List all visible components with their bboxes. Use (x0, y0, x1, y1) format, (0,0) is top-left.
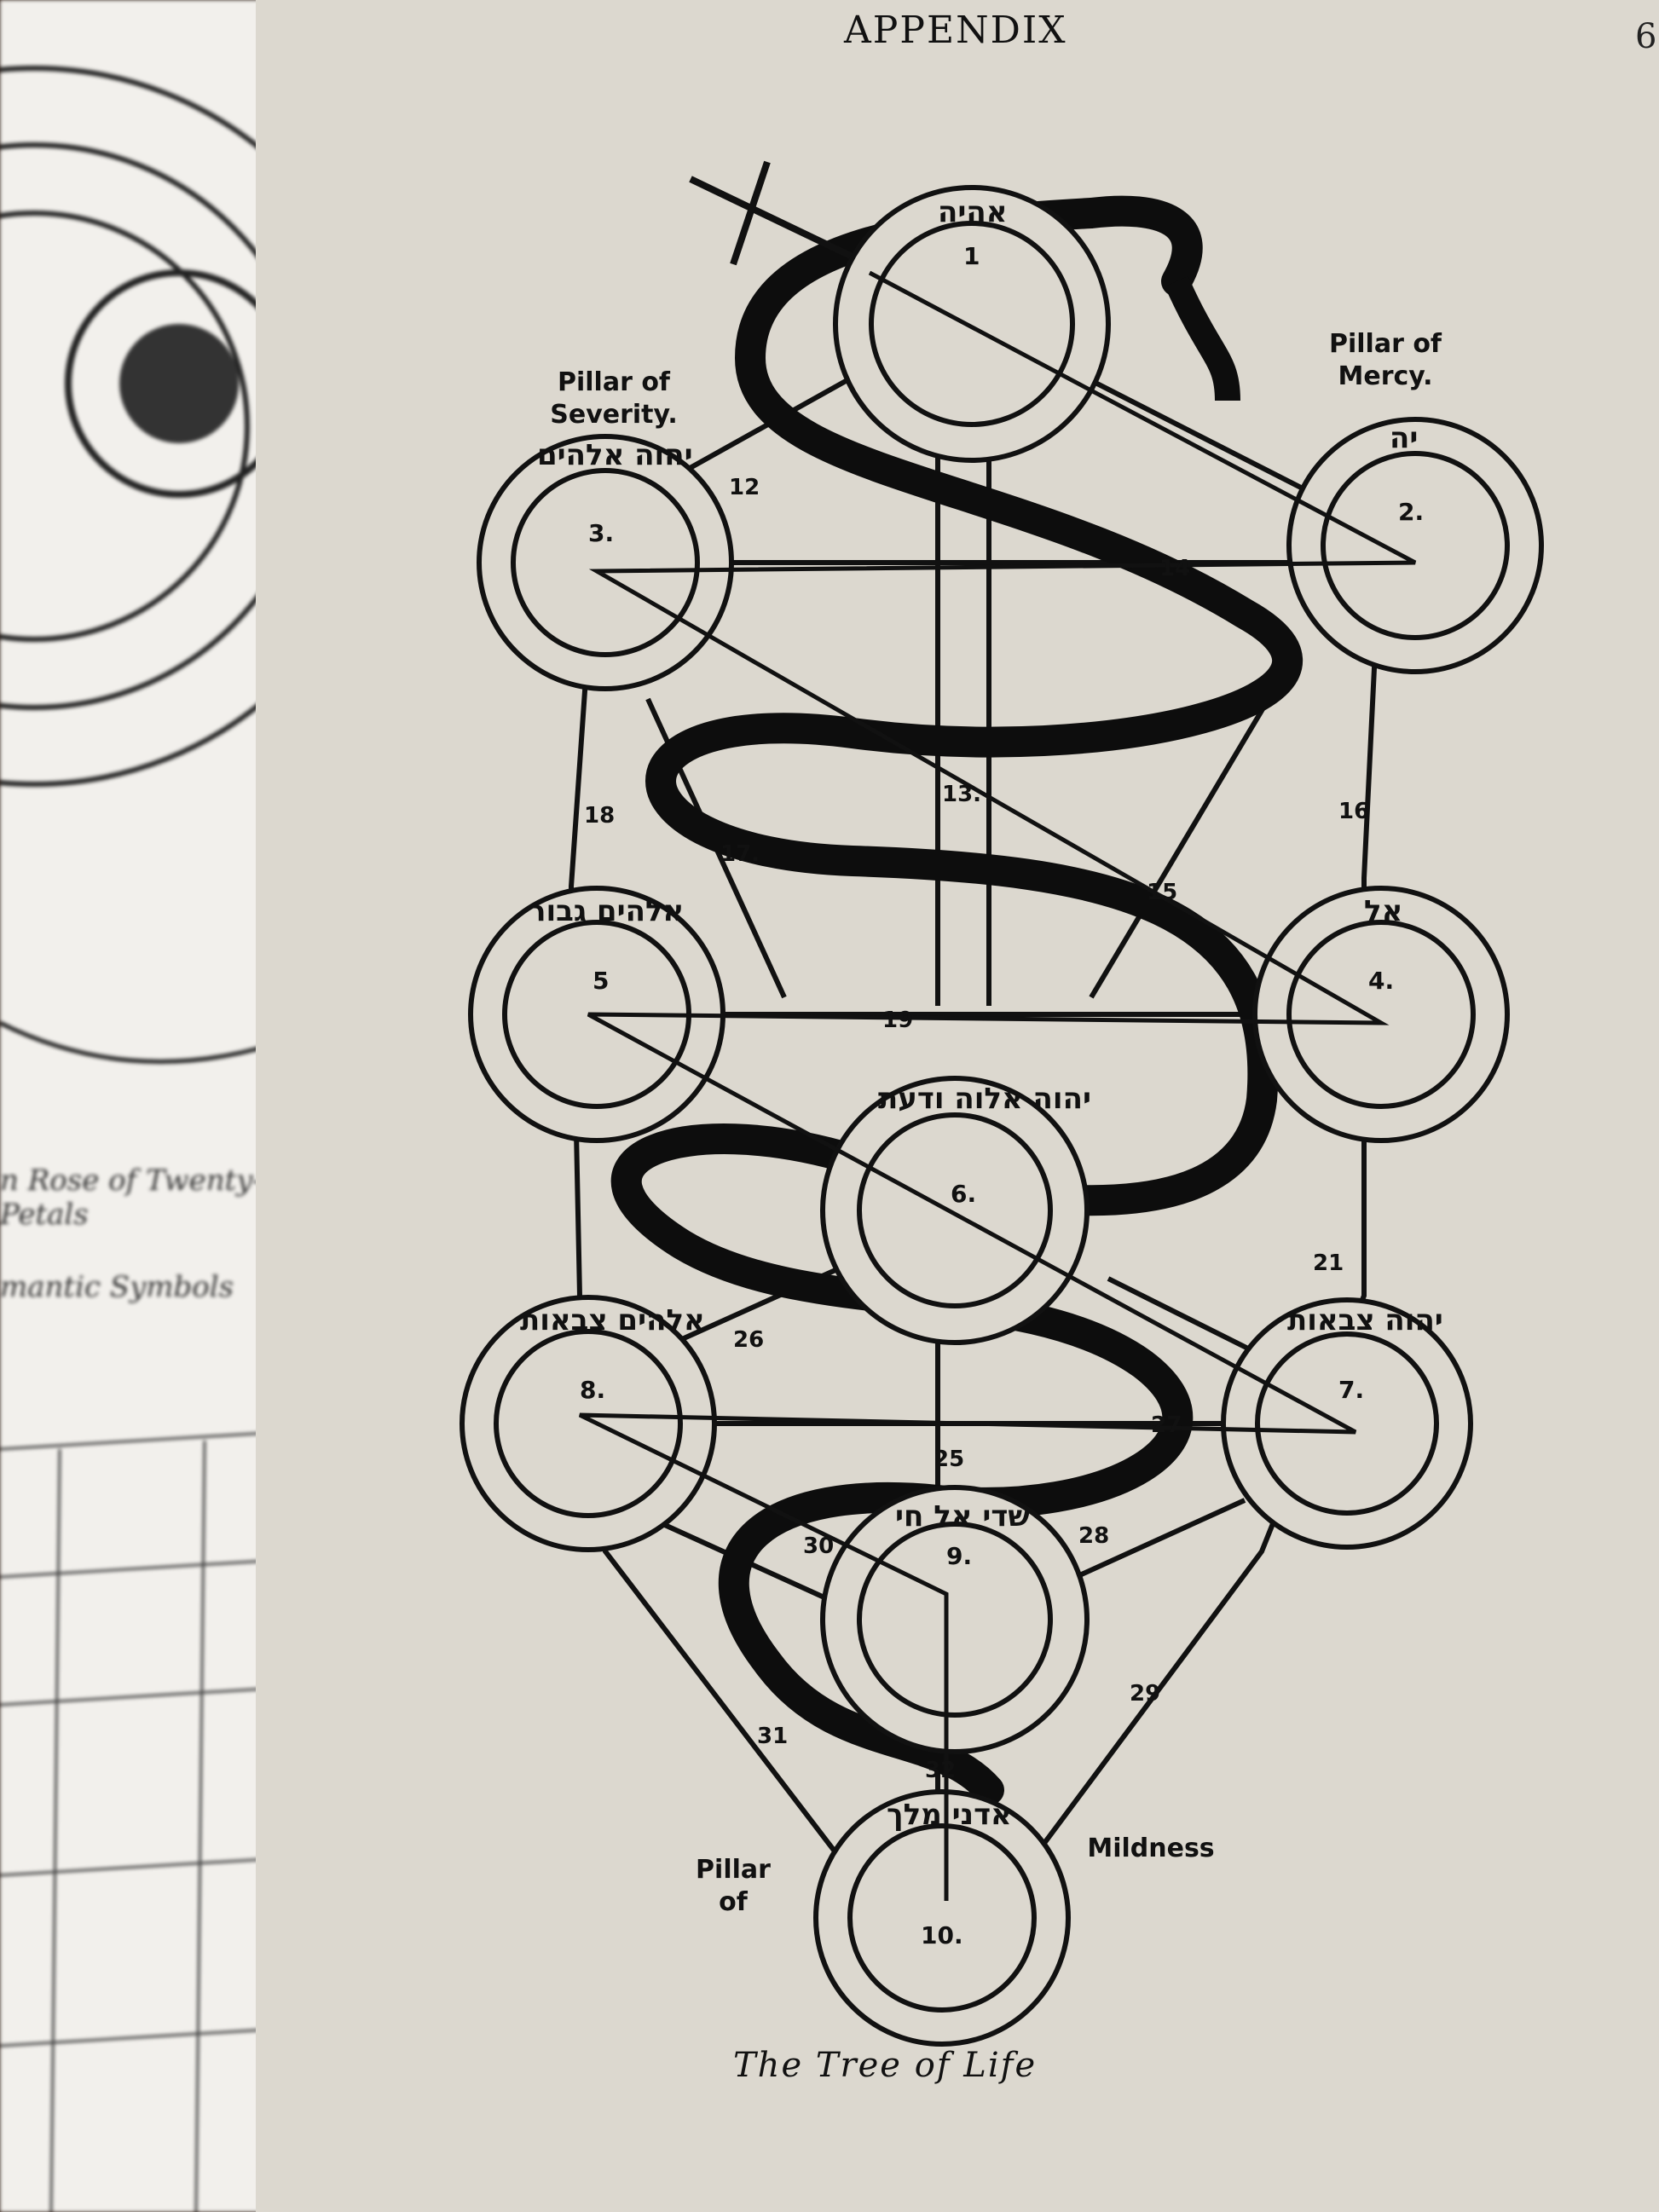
sephirah-number: 10. (921, 1921, 963, 1949)
path-15 (1089, 680, 1281, 999)
pillar-of-severity-label: Pillar of Severity. (550, 367, 678, 430)
path-number: 32 (925, 1758, 956, 1783)
path-number: 19 (882, 1008, 913, 1033)
sephirah-number: 6. (951, 1180, 976, 1208)
hebrew-name: יהוה אלהים (537, 438, 693, 472)
sephirah-8 (460, 1295, 717, 1552)
path-number: 28 (1078, 1523, 1109, 1549)
path-28 (1055, 1498, 1246, 1588)
sephirah-number: 5 (592, 967, 609, 995)
sephirah-10 (813, 1789, 1071, 2047)
cross-post (730, 160, 771, 266)
sephiroth-circles (460, 185, 1544, 2047)
sephirah-3 (477, 434, 734, 691)
flash-line (578, 270, 1417, 1901)
path-numbers: 12 13. 14 15 16 17. 18 19 21 25 26 27 28… (584, 475, 1369, 1783)
path-number: 15 (1147, 880, 1177, 905)
sephirah-number: 2. (1398, 498, 1424, 526)
path-number: 31 (757, 1724, 788, 1749)
path-number: 27 (1151, 1412, 1182, 1438)
sephirah-number: 1 (963, 242, 980, 270)
serpent-head (1165, 275, 1240, 401)
hebrew-name: אלהים גבור (529, 894, 684, 928)
figure-caption: The Tree of Life (733, 2046, 1038, 2085)
path-number: 17. (720, 841, 760, 867)
sephirah-6 (820, 1076, 1090, 1345)
path-number: 21 (1313, 1250, 1344, 1276)
pillar-of-mildness-label: Mildness (1087, 1834, 1215, 1863)
path-number: 16 (1338, 799, 1369, 824)
path-number: 12 (729, 475, 760, 500)
hebrew-name: יהוה אלוה ודעת (878, 1082, 1091, 1116)
sephirah-number: 9. (946, 1542, 972, 1570)
sephirah-7 (1221, 1297, 1473, 1550)
pillar-bottom-left-label: Pillar of (696, 1855, 771, 1917)
hebrew-name: אהיה (938, 195, 1007, 229)
sephirah-9 (820, 1485, 1090, 1754)
path-number: 25 (934, 1447, 964, 1472)
hebrew-name: יהוה צבאות (1287, 1303, 1443, 1337)
sephirah-number: 7. (1338, 1376, 1364, 1404)
path-number: 13. (942, 782, 981, 807)
sephirah-number: 4. (1368, 967, 1394, 995)
path-number: 26 (733, 1327, 764, 1353)
left-page-caption-symbols: mantic Symbols (0, 1270, 234, 1304)
path-number: 30 (803, 1533, 834, 1559)
hebrew-name: יה (1390, 421, 1418, 455)
page-header: APPENDIX (844, 9, 1067, 52)
path-24 (1107, 1276, 1263, 1358)
hebrew-name: אלהים צבאות (520, 1303, 705, 1337)
sephiroth-numbers: 1 2. 3. 4. 5 6. 7. 8. 9. 10. (580, 242, 1424, 1949)
sephirah-2 (1286, 417, 1544, 674)
sephirah-1 (833, 185, 1111, 463)
path-number: 18 (584, 803, 615, 829)
sephirah-number: 8. (580, 1376, 605, 1404)
pillar-of-mercy-label: Pillar of Mercy. (1329, 329, 1442, 391)
page-number: 6 (1635, 17, 1657, 56)
sephirah-4 (1252, 886, 1510, 1143)
path-number: 14 (1159, 556, 1190, 581)
sephirah-number: 3. (588, 519, 614, 547)
hebrew-names: אהיה יה יהוה אלהים אל אלהים גבור יהוה אל… (520, 195, 1443, 1832)
path-number: 29 (1130, 1681, 1160, 1707)
hebrew-name: אדני מלך (887, 1798, 1012, 1832)
hebrew-name: אל (1364, 894, 1402, 928)
hebrew-name: שדי אל חי (895, 1499, 1030, 1533)
